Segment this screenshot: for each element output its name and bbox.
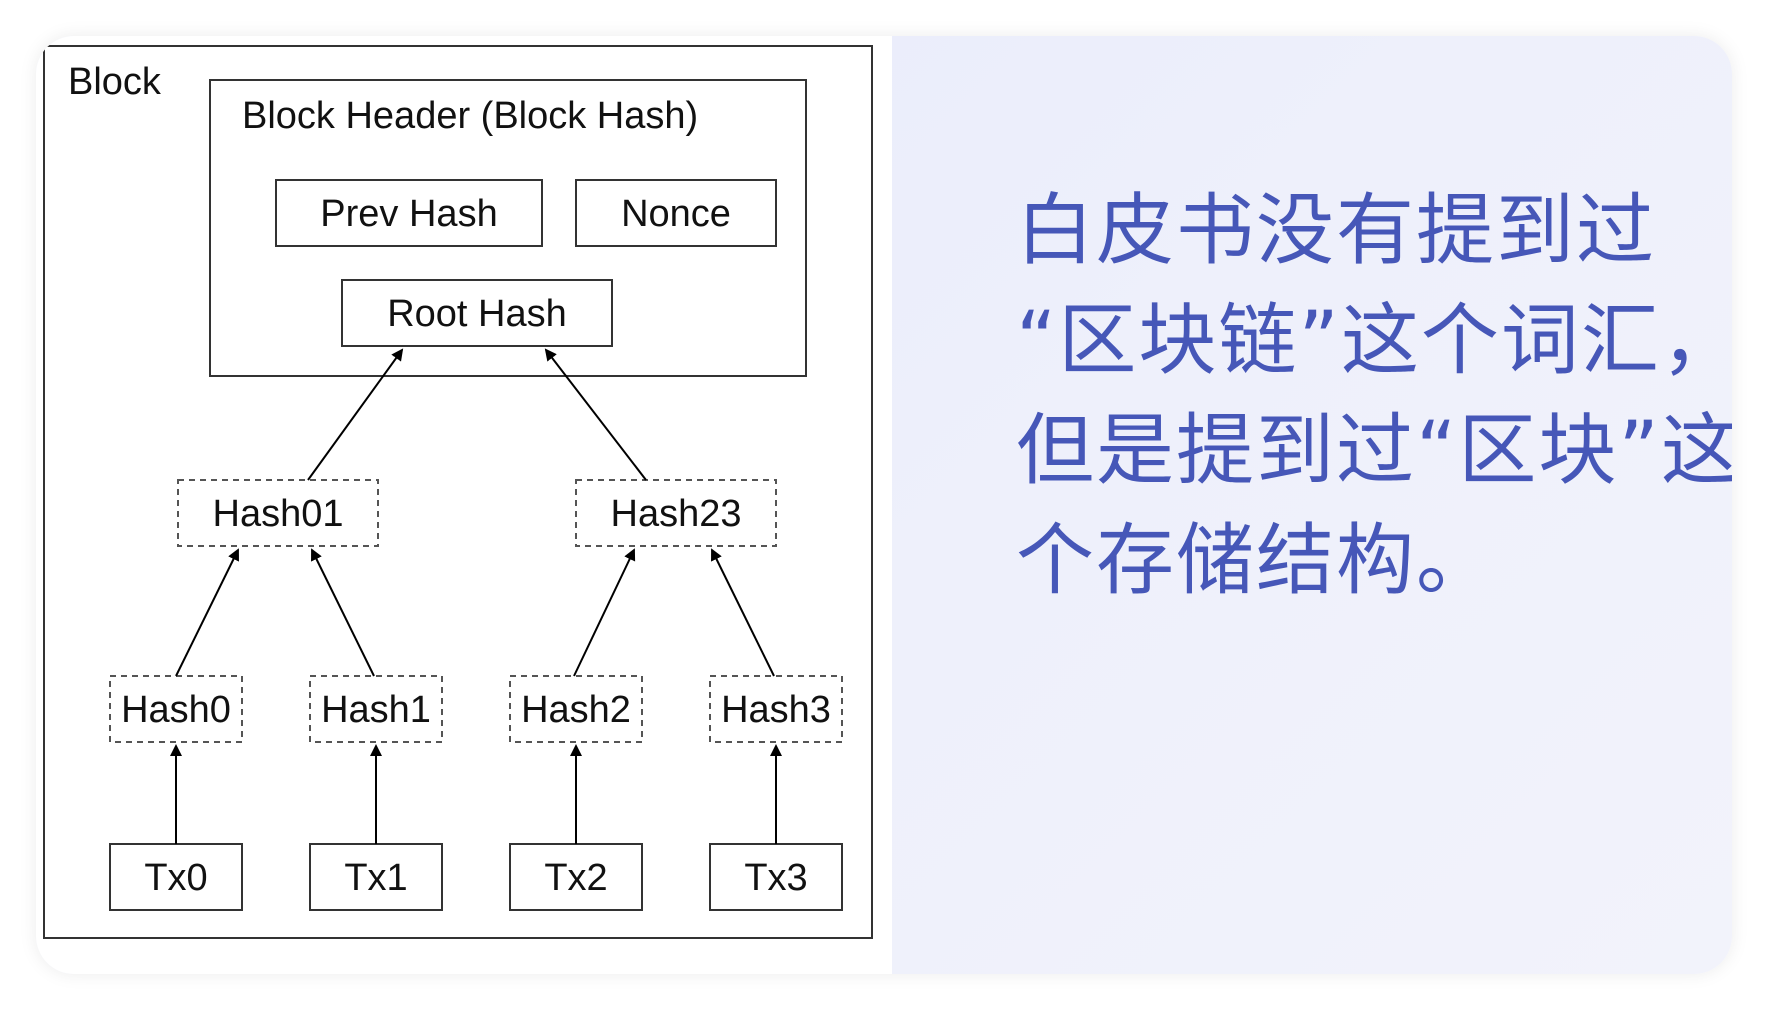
root-hash-label: Root Hash — [387, 293, 567, 335]
tx3-box — [709, 843, 843, 911]
hash23-box — [575, 479, 777, 547]
block-header-label: Block Header (Block Hash) — [242, 95, 698, 137]
nonce-box — [575, 179, 777, 247]
hash3-box — [709, 675, 843, 743]
caption-line: 但是提到过“区块”这 — [1016, 406, 1732, 496]
merkle-diagram-panel: Block Block Header (Block Hash) Prev Has… — [36, 36, 892, 974]
tx0-label: Tx0 — [144, 857, 207, 899]
slide-card: Block Block Header (Block Hash) Prev Has… — [36, 36, 1732, 974]
arrow-hash23-to-root — [544, 348, 647, 481]
caption-line: “区块链”这个词汇， — [1016, 296, 1732, 386]
hash3-label: Hash3 — [721, 689, 831, 731]
tx1-box — [309, 843, 443, 911]
hash1-label: Hash1 — [321, 689, 431, 731]
tx0-box — [109, 843, 243, 911]
arrow-hash01-to-root — [307, 348, 404, 481]
arrow-hash3-to-hash23 — [711, 548, 775, 677]
hash1-box — [309, 675, 443, 743]
block-label: Block — [68, 61, 162, 103]
arrow-hash0-to-hash01 — [175, 548, 239, 677]
hash23-label: Hash23 — [611, 493, 742, 535]
hash0-label: Hash0 — [121, 689, 231, 731]
arrow-hash2-to-hash23 — [573, 548, 636, 677]
caption-line: 个存储结构。 — [1016, 516, 1497, 606]
hash2-box — [509, 675, 643, 743]
arrow-hash1-to-hash01 — [311, 548, 375, 677]
hash01-label: Hash01 — [213, 493, 344, 535]
caption-text: 白皮书没有提到过 “区块链”这个词汇， 但是提到过“区块”这 个存储结构。 — [1016, 176, 1732, 616]
caption-line: 白皮书没有提到过 — [1016, 186, 1657, 276]
nonce-label: Nonce — [621, 193, 731, 235]
tx1-label: Tx1 — [344, 857, 407, 899]
prev-hash-label: Prev Hash — [320, 193, 497, 235]
hash2-label: Hash2 — [521, 689, 631, 731]
merkle-tree-diagram: Block Block Header (Block Hash) Prev Has… — [43, 45, 873, 939]
hash01-box — [177, 479, 379, 547]
prev-hash-box — [275, 179, 543, 247]
tx3-label: Tx3 — [744, 857, 807, 899]
root-hash-box — [341, 279, 613, 347]
tx2-label: Tx2 — [544, 857, 607, 899]
hash0-box — [109, 675, 243, 743]
